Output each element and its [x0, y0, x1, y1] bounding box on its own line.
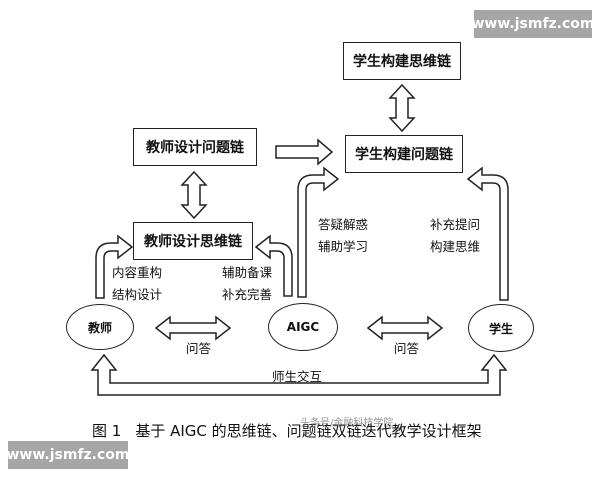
content-label-1: 内容重构	[112, 265, 163, 280]
aux-label-group: 辅助备课 补充完善	[222, 262, 272, 306]
answer-label-2: 辅助学习	[318, 239, 369, 254]
supplement-label-2: 构建思维	[430, 239, 481, 254]
student-thinking-chain-box: 学生构建思维链	[343, 42, 461, 80]
arrow-teacher-to-student-question	[275, 138, 334, 166]
double-arrow-aigc-student	[366, 315, 444, 341]
answer-label-group: 答疑解惑 辅助学习	[318, 214, 368, 258]
arrow-content-to-teacher-thinking	[95, 234, 134, 299]
double-arrow-teacher-chains	[180, 170, 208, 220]
aigc-node-label: AIGC	[286, 320, 320, 334]
content-label-2: 结构设计	[112, 287, 163, 302]
arrow-aigc-to-student-question	[297, 166, 340, 298]
teacher-question-chain-label: 教师设计问题链	[146, 140, 244, 156]
teacher-node-label: 教师	[87, 320, 112, 335]
double-arrow-teacher-aigc	[154, 315, 232, 341]
aigc-node: AIGC	[268, 303, 338, 351]
source-overlay-text: 头条号/金融科技学院	[300, 418, 394, 429]
interaction-label: 师生交互	[272, 369, 323, 384]
arrow-teacher-student-interaction	[90, 353, 508, 396]
double-arrow-student-chains	[388, 83, 416, 133]
figure-caption-text: 基于 AIGC 的思维链、问题链双链迭代教学设计框架	[135, 422, 482, 440]
teacher-thinking-chain-box: 教师设计思维链	[133, 222, 253, 260]
arrow-aigc-to-teacher-thinking	[254, 234, 293, 297]
student-question-chain-label: 学生构建问题链	[355, 147, 453, 163]
student-node: 学生	[468, 304, 534, 352]
supplement-label-1: 补充提问	[430, 217, 481, 232]
figure-number: 图 1	[92, 422, 122, 440]
student-thinking-chain-label: 学生构建思维链	[353, 54, 451, 70]
watermark-top-right: www.jsmfz.com	[472, 10, 595, 38]
teacher-thinking-chain-label: 教师设计思维链	[144, 234, 242, 250]
qa-right-label: 问答	[394, 341, 420, 356]
teacher-question-chain-box: 教师设计问题链	[133, 128, 257, 166]
watermark-bottom-left: www.jsmfz.com	[7, 441, 130, 469]
student-question-chain-box: 学生构建问题链	[345, 135, 463, 173]
teacher-node: 教师	[66, 304, 134, 350]
aux-label-2: 补充完善	[222, 287, 273, 302]
student-node-label: 学生	[488, 321, 513, 336]
supplement-label-group: 补充提问 构建思维	[430, 214, 480, 258]
figure-caption: 图 1 基于 AIGC 的思维链、问题链双链迭代教学设计框架	[92, 420, 482, 441]
answer-label-1: 答疑解惑	[318, 217, 369, 232]
aux-label-1: 辅助备课	[222, 265, 273, 280]
qa-left-label: 问答	[186, 341, 212, 356]
arrow-student-to-student-question	[466, 166, 509, 301]
content-label-group: 内容重构 结构设计	[112, 262, 162, 306]
